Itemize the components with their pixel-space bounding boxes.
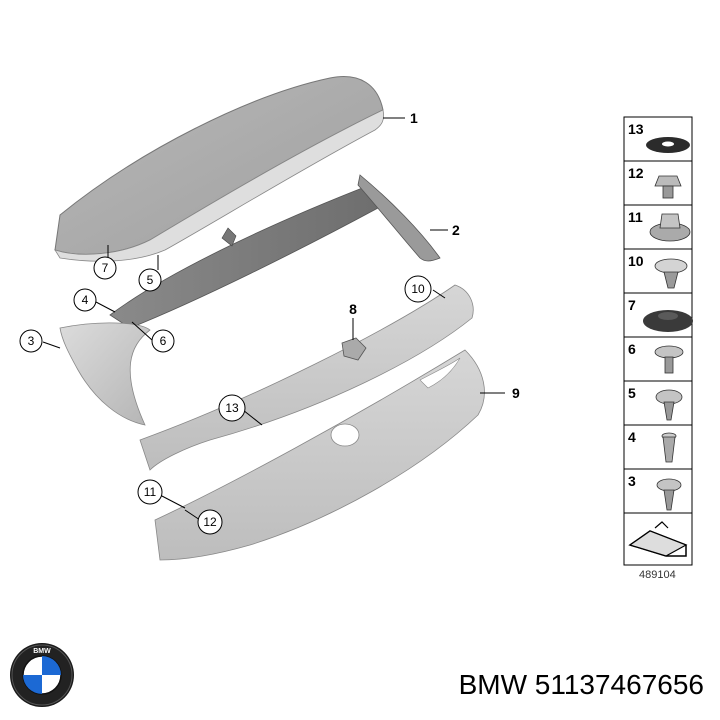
svg-text:12: 12 — [203, 515, 217, 529]
svg-text:6: 6 — [160, 334, 167, 348]
bmw-logo: BMW — [10, 643, 74, 707]
svg-text:11: 11 — [144, 485, 157, 499]
legend-row-7: 7 — [628, 297, 693, 332]
svg-text:4: 4 — [628, 429, 636, 445]
svg-text:7: 7 — [102, 261, 109, 275]
legend-row-4: 4 — [628, 429, 677, 463]
svg-text:12: 12 — [628, 165, 644, 181]
svg-text:13: 13 — [628, 121, 644, 137]
callout-12: 12 — [197, 509, 223, 535]
part-9-tailgate-garnish — [154, 349, 485, 561]
svg-text:3: 3 — [28, 334, 35, 348]
fastener-legend: 13 12 11 10 7 6 — [623, 116, 693, 581]
svg-text:7: 7 — [628, 297, 636, 313]
legend-row-12: 12 — [628, 165, 682, 199]
svg-text:BMW: BMW — [33, 648, 51, 655]
svg-text:8: 8 — [349, 301, 357, 317]
svg-text:10: 10 — [411, 282, 425, 296]
svg-text:13: 13 — [225, 401, 239, 415]
svg-text:9: 9 — [512, 385, 520, 401]
callout-10: 10 — [404, 275, 432, 303]
svg-text:1: 1 — [410, 110, 418, 126]
svg-text:2: 2 — [452, 222, 460, 238]
legend-row-3: 3 — [628, 473, 682, 511]
legend-row-10: 10 — [628, 253, 688, 289]
svg-text:5: 5 — [147, 273, 154, 287]
legend-row-5: 5 — [628, 385, 683, 421]
callout-5: 5 — [138, 268, 162, 292]
callout-13: 13 — [218, 394, 246, 422]
part-2-bracket — [109, 174, 441, 329]
callout-4: 4 — [73, 288, 97, 312]
legend-row-13: 13 — [628, 121, 690, 153]
part-1-spoiler — [54, 76, 384, 262]
svg-text:6: 6 — [628, 341, 636, 357]
callout-6: 6 — [151, 329, 175, 353]
callout-8: 8 — [349, 301, 357, 317]
diagram-id: 489104 — [639, 569, 676, 581]
svg-text:4: 4 — [82, 293, 89, 307]
callout-1: 1 — [410, 110, 418, 126]
leader-lines — [42, 117, 505, 521]
callout-2: 2 — [452, 222, 460, 238]
legend-row-11: 11 — [628, 209, 691, 242]
svg-text:3: 3 — [628, 473, 636, 489]
part-3-side-trim — [59, 322, 151, 426]
part-label: BMW 51137467656 — [459, 669, 704, 700]
callout-3: 3 — [19, 329, 43, 353]
part-10-tailgate-upper — [139, 284, 474, 471]
part-8-grommet — [341, 318, 367, 361]
svg-text:11: 11 — [628, 209, 643, 225]
callout-11: 11 — [137, 479, 163, 505]
callout-9: 9 — [512, 385, 520, 401]
legend-row-6: 6 — [628, 341, 684, 374]
callout-7: 7 — [93, 256, 117, 280]
scale-symbol-icon — [628, 521, 688, 557]
svg-text:5: 5 — [628, 385, 636, 401]
svg-text:10: 10 — [628, 253, 644, 269]
